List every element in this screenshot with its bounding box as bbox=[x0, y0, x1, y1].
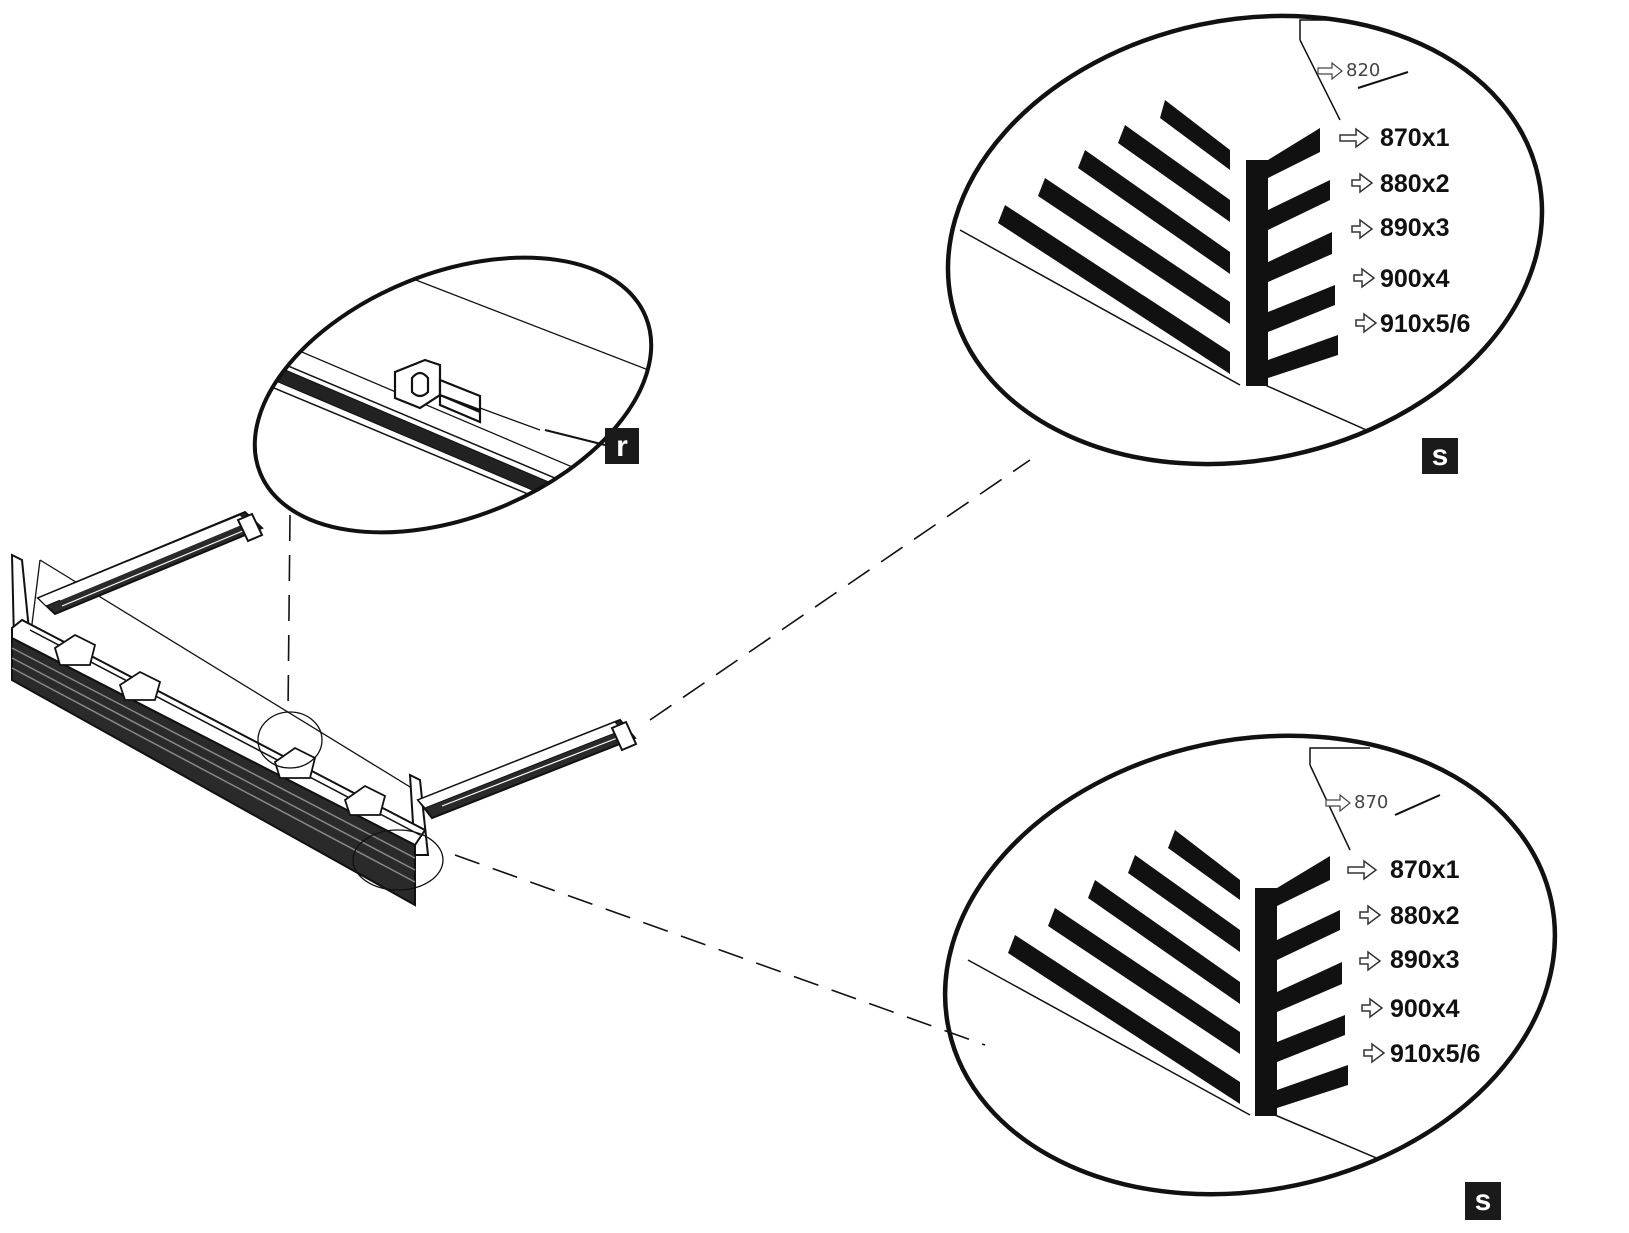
beam-brackets bbox=[53, 633, 387, 816]
slats-bottom bbox=[1008, 830, 1348, 1116]
dim-label-top-5: 910x5/6 bbox=[1355, 310, 1470, 338]
svg-text:900x4: 900x4 bbox=[1390, 995, 1460, 1023]
badge-s-bottom: s bbox=[1465, 1182, 1501, 1220]
frame-assembly bbox=[10, 510, 638, 907]
badge-s-top-letter: s bbox=[1432, 439, 1449, 472]
badge-s-top: s bbox=[1422, 438, 1458, 474]
svg-text:910x5/6: 910x5/6 bbox=[1380, 310, 1470, 338]
ref-value-top: 820 bbox=[1346, 60, 1380, 81]
detail-s-bottom-outline bbox=[942, 733, 1558, 1197]
leader-lines bbox=[287, 459, 1031, 1046]
dim-label-bottom-1: 870x1 bbox=[1347, 856, 1460, 884]
svg-text:890x3: 890x3 bbox=[1390, 946, 1460, 974]
ref-label-top: 820 bbox=[1317, 60, 1409, 89]
badge-s-bottom-letter: s bbox=[1475, 1184, 1492, 1217]
detail-r-outline bbox=[252, 255, 654, 535]
svg-text:910x5/6: 910x5/6 bbox=[1390, 1040, 1480, 1068]
rear-rail-left bbox=[36, 510, 264, 616]
dimension-labels-top: 870x1 880x2 890x3 900x4 910x5/6 bbox=[1339, 124, 1470, 338]
svg-text:880x2: 880x2 bbox=[1390, 902, 1460, 930]
badge-r-letter: r bbox=[616, 430, 628, 463]
clip-bracket bbox=[393, 358, 482, 424]
svg-text:870x1: 870x1 bbox=[1390, 856, 1460, 884]
svg-text:870x1: 870x1 bbox=[1380, 124, 1450, 152]
dim-label-bottom-3: 890x3 bbox=[1359, 946, 1460, 974]
detail-s-top: 820 870x1 880x2 890x3 900x4 91 bbox=[945, 13, 1545, 474]
dim-label-bottom-4: 900x4 bbox=[1361, 995, 1460, 1023]
dim-label-bottom-2: 880x2 bbox=[1359, 902, 1460, 930]
detail-s-top-outline bbox=[945, 13, 1545, 467]
dim-label-bottom-5: 910x5/6 bbox=[1363, 1040, 1480, 1068]
callout-circle-s bbox=[352, 829, 444, 891]
svg-text:900x4: 900x4 bbox=[1380, 265, 1450, 293]
ref-value-bottom: 870 bbox=[1354, 792, 1388, 813]
rear-rail-right bbox=[416, 718, 638, 820]
dim-label-top-1: 870x1 bbox=[1339, 124, 1450, 152]
dim-label-top-4: 900x4 bbox=[1353, 265, 1450, 293]
svg-text:880x2: 880x2 bbox=[1380, 170, 1450, 198]
callout-circle-r bbox=[257, 711, 323, 769]
detail-s-bottom: 870 870x1 880x2 890x3 900x4 910x5/6 bbox=[942, 733, 1558, 1220]
slats-top bbox=[998, 100, 1338, 386]
front-beam bbox=[11, 618, 427, 907]
dim-label-top-3: 890x3 bbox=[1351, 214, 1450, 242]
ref-label-bottom: 870 bbox=[1325, 792, 1441, 816]
badge-r: r bbox=[605, 428, 639, 464]
dim-label-top-2: 880x2 bbox=[1351, 170, 1450, 198]
detail-r: r bbox=[249, 255, 692, 546]
dimension-labels-bottom: 870x1 880x2 890x3 900x4 910x5/6 bbox=[1347, 856, 1480, 1068]
svg-text:890x3: 890x3 bbox=[1380, 214, 1450, 242]
